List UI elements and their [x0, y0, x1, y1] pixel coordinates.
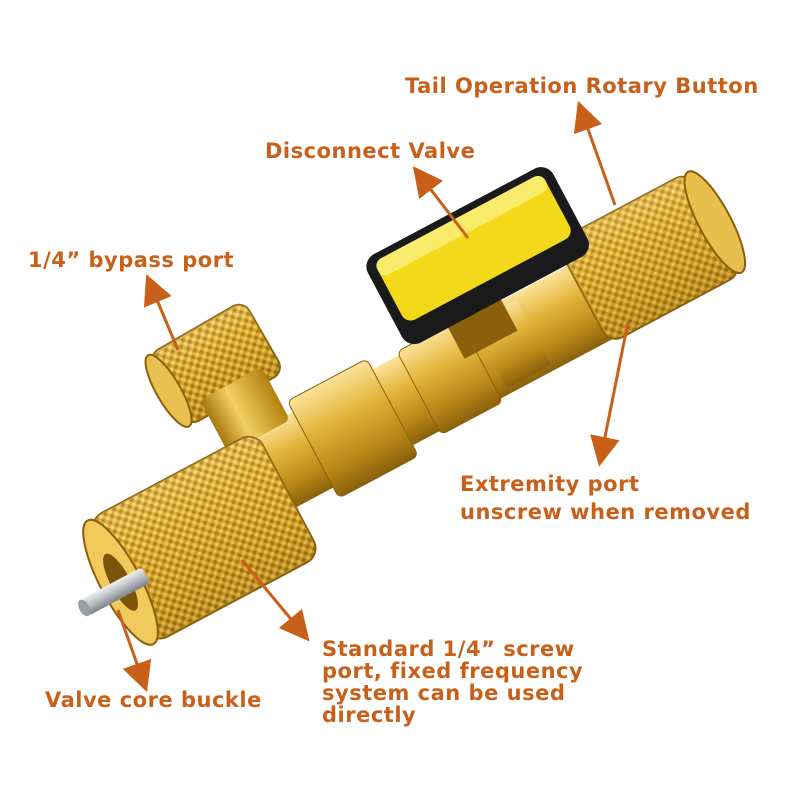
disconnect-valve-handle — [366, 167, 589, 359]
label-standard-port: Standard 1/4” screw port, fixed frequenc… — [322, 638, 583, 726]
arrow-core — [116, 609, 152, 693]
arrow-extremity — [590, 321, 630, 467]
label-standard-line-4: directly — [322, 703, 417, 727]
arrow-bypass — [143, 274, 180, 351]
label-tail-operation: Tail Operation Rotary Button — [405, 74, 759, 98]
label-standard-line-2: port, fixed frequency — [322, 659, 584, 683]
tail-rotary-nut — [559, 170, 747, 340]
valve-core-pin — [78, 568, 149, 617]
label-disconnect-valve: Disconnect Valve — [265, 139, 476, 163]
label-standard-line-1: Standard 1/4” screw — [322, 637, 575, 661]
bypass-stem — [202, 369, 288, 451]
valve-body — [233, 250, 640, 518]
callout-arrows — [116, 100, 630, 693]
arrow-standard — [240, 559, 310, 642]
label-valve-core-buckle: Valve core buckle — [45, 688, 262, 712]
label-extremity-line-1: Extremity port — [460, 472, 640, 496]
label-extremity-line-2: unscrew when removed — [460, 500, 751, 524]
arrow-disconnect — [412, 166, 470, 239]
label-extremity-port: Extremity port unscrew when removed — [460, 470, 751, 526]
label-bypass-port: 1/4” bypass port — [28, 248, 235, 272]
label-standard-line-3: system can be used — [322, 681, 566, 705]
arrow-tail — [573, 100, 617, 206]
